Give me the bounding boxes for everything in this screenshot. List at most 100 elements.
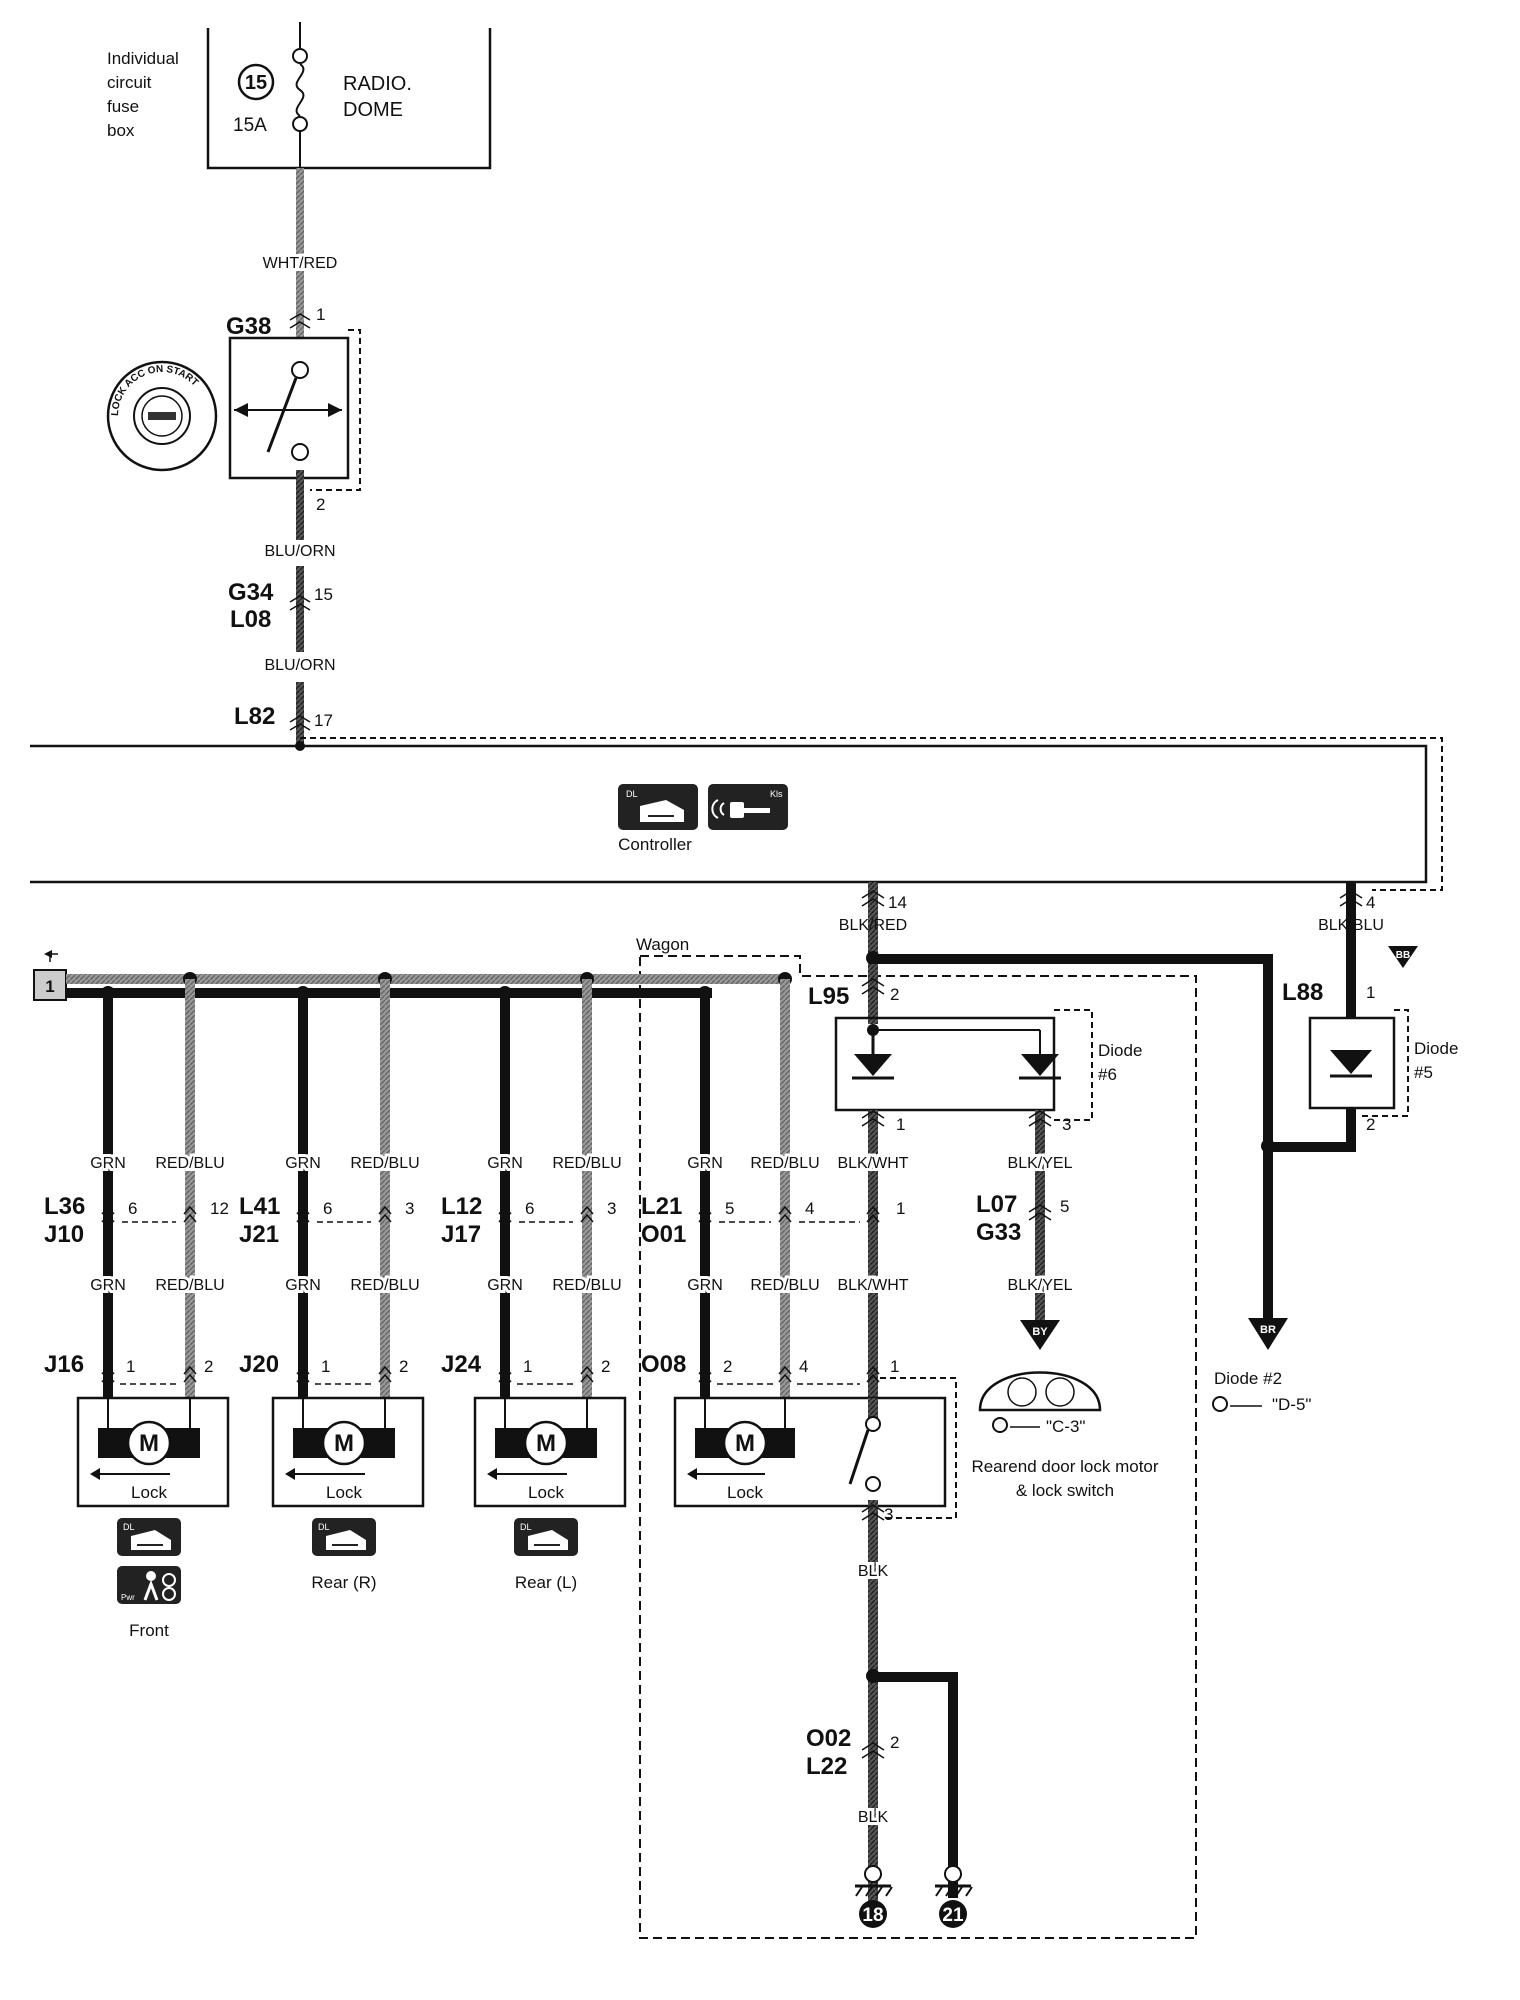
diode6-symbol-a xyxy=(854,1054,892,1076)
connector-pin: 6 xyxy=(323,1199,332,1218)
wire-label-blk-yel-1: BLK/YEL xyxy=(1008,1155,1073,1172)
kls-tag: Kls xyxy=(770,789,783,799)
diode6-symbol-b xyxy=(1021,1054,1059,1076)
connector-l82: L82 xyxy=(234,703,275,730)
wire-label-bg: RED/BLU xyxy=(552,1155,621,1172)
wire-label: RED/BLU xyxy=(350,1277,419,1294)
wire-label: GRN xyxy=(487,1277,523,1294)
motor-pin: 2 xyxy=(399,1357,408,1376)
controller-pin4: 4 xyxy=(1366,893,1375,912)
badge-by-text: BY xyxy=(1032,1326,1048,1338)
dl-tag: DL xyxy=(626,789,638,799)
fuse-number: 15 xyxy=(245,72,267,94)
fuse-box-label-line4: box xyxy=(107,121,135,140)
controller-pin14: 14 xyxy=(888,893,907,912)
connector-g33: G33 xyxy=(976,1219,1021,1246)
motor-pin: 1 xyxy=(126,1357,135,1376)
badge-br xyxy=(1248,1318,1288,1350)
wire-label-bg: RED/BLU xyxy=(552,1277,621,1294)
motor-caption: Rear (R) xyxy=(311,1573,376,1592)
motor-letter: M xyxy=(139,1430,159,1457)
wire-label: RED/BLU xyxy=(750,1155,819,1172)
connector-pin: 6 xyxy=(525,1199,534,1218)
connector-pin: 6 xyxy=(128,1199,137,1218)
wire-label: GRN xyxy=(285,1277,321,1294)
wire-label: RED/BLU xyxy=(155,1155,224,1172)
o08-pin3: 3 xyxy=(884,1505,893,1524)
motor-icon xyxy=(722,1420,768,1466)
motor-pin: 1 xyxy=(321,1357,330,1376)
fuse-box-label-line2: circuit xyxy=(107,73,152,92)
fuse-element xyxy=(295,63,305,117)
connector-o08: O08 xyxy=(641,1351,686,1378)
wire-label: GRN xyxy=(487,1155,523,1172)
wire-label: GRN xyxy=(90,1277,126,1294)
motor-pin: 2 xyxy=(723,1357,732,1376)
wire-label: RED/BLU xyxy=(350,1155,419,1172)
wire-label-blk-yel-2: BLK/YEL xyxy=(1008,1277,1073,1294)
wire-label-blu-orn-2: BLU/ORN xyxy=(264,657,335,674)
diode6-pin3: 3 xyxy=(1062,1115,1071,1134)
wire-label: RED/BLU xyxy=(155,1277,224,1294)
ground-21-number: 21 xyxy=(942,1905,964,1926)
fuse-rating: 15A xyxy=(233,115,267,136)
wire-label-bg: BLK/WHT xyxy=(837,1155,908,1172)
wire-label-bg: RED/BLU xyxy=(155,1155,224,1172)
o02-pin: 2 xyxy=(890,1733,899,1752)
wire-label-bg: BLK/WHT xyxy=(837,1277,908,1294)
badge-by xyxy=(1020,1320,1060,1350)
wire-label-bg: RED/BLU xyxy=(155,1277,224,1294)
wire-label: RED/BLU xyxy=(552,1277,621,1294)
fuse-name-line1: RADIO. xyxy=(343,73,412,95)
wire-label-bg: BLK/YEL xyxy=(1008,1277,1073,1294)
fuse-terminal-top xyxy=(292,48,308,64)
dl-tag: DL xyxy=(318,1522,330,1532)
wire-label: GRN xyxy=(285,1155,321,1172)
connector-j21: J21 xyxy=(239,1221,279,1248)
motor-box xyxy=(76,1396,230,1508)
wire-red-blu xyxy=(185,979,195,1398)
wire-label-blk-red: BLK/RED xyxy=(839,917,907,934)
wire-label-bg: RED/BLU xyxy=(750,1277,819,1294)
fuse-box-label-line3: fuse xyxy=(107,97,139,116)
connector-pin: 1 xyxy=(896,1199,905,1218)
wire-label-blk-1: BLK xyxy=(858,1563,889,1580)
controller-label: Controller xyxy=(618,835,692,854)
wire-label-bg: GRN xyxy=(90,1155,126,1172)
motor-box xyxy=(673,1396,947,1508)
wire-grn xyxy=(500,993,510,1398)
motor-pin: 2 xyxy=(204,1357,213,1376)
connector-j10: J10 xyxy=(44,1221,84,1248)
connector-l88: L88 xyxy=(1282,979,1323,1006)
ref-d5: "D-5" xyxy=(1272,1395,1311,1414)
fuse-box-label-line1: Individual xyxy=(107,49,179,68)
wire-label-bg: GRN xyxy=(285,1277,321,1294)
connector-l95: L95 xyxy=(808,983,849,1010)
wire-label: RED/BLU xyxy=(750,1277,819,1294)
connector-j16: J16 xyxy=(44,1351,84,1378)
wire-label-bg: RED/BLU xyxy=(750,1155,819,1172)
l82-pin: 17 xyxy=(314,711,333,730)
badge-bb xyxy=(1388,946,1418,968)
connector-j20: J20 xyxy=(239,1351,279,1378)
ground-18: 18 xyxy=(855,1865,893,1928)
connector-pin: 5 xyxy=(725,1199,734,1218)
connector-g38: G38 xyxy=(226,313,271,340)
wire-label: RED/BLU xyxy=(552,1155,621,1172)
connector-o02: O02 xyxy=(806,1725,851,1752)
wire-blk-blu xyxy=(1346,882,1356,1018)
connector-j17: J17 xyxy=(441,1221,481,1248)
connector-l41: L41 xyxy=(239,1193,280,1220)
wire-label-wht-red: WHT/RED xyxy=(263,255,338,272)
ref-icon-d5 xyxy=(1212,1396,1228,1412)
rearend-label-2: & lock switch xyxy=(1016,1481,1114,1500)
connector-o01: O01 xyxy=(641,1221,686,1248)
wire-label-blk-wht-2: BLK/WHT xyxy=(837,1277,908,1294)
lock-label: Lock xyxy=(727,1483,763,1502)
wire-ground-21 xyxy=(948,1672,958,1898)
connector-g34: G34 xyxy=(228,579,274,606)
wire-label: GRN xyxy=(687,1155,723,1172)
keyless-icon xyxy=(708,784,788,830)
diode5-box xyxy=(1308,1016,1396,1110)
